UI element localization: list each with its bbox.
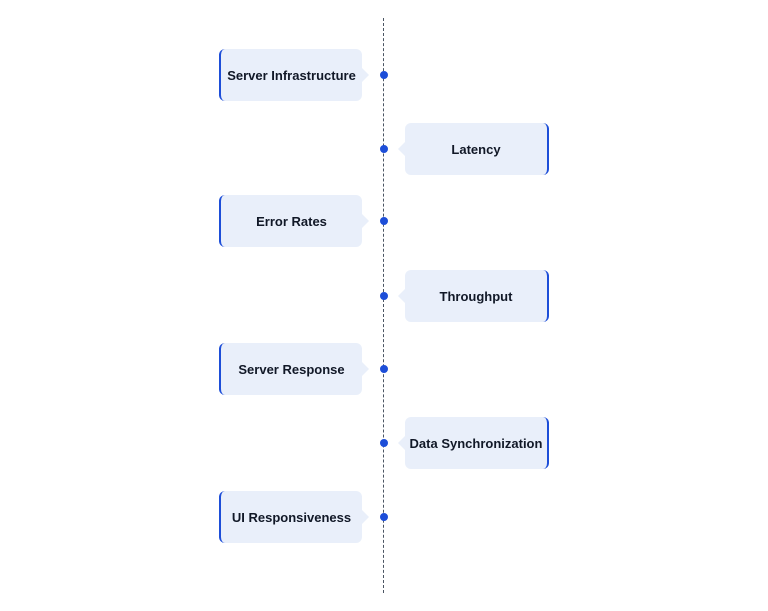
timeline-node	[380, 439, 388, 447]
timeline-card-ui-responsiveness: UI Responsiveness	[219, 491, 369, 543]
timeline-card-label: Error Rates	[256, 213, 327, 229]
timeline-node	[380, 365, 388, 373]
timeline-node	[380, 217, 388, 225]
timeline-card-latency: Latency	[398, 123, 549, 175]
timeline-node	[380, 513, 388, 521]
timeline-axis	[383, 18, 384, 593]
timeline-node	[380, 292, 388, 300]
timeline-card-label: Server Infrastructure	[227, 67, 356, 83]
timeline-card-throughput: Throughput	[398, 270, 549, 322]
timeline-card-server-response: Server Response	[219, 343, 369, 395]
timeline-card-label: Latency	[451, 141, 501, 157]
timeline-node	[380, 145, 388, 153]
timeline-card-label: UI Responsiveness	[231, 509, 352, 525]
timeline-card-error-rates: Error Rates	[219, 195, 369, 247]
timeline-card-data-synchronization: Data Synchronization	[398, 417, 549, 469]
timeline-card-label: Throughput	[439, 288, 513, 304]
timeline-node	[380, 71, 388, 79]
timeline-card-label: Server Response	[238, 361, 345, 377]
timeline-card-server-infrastructure: Server Infrastructure	[219, 49, 369, 101]
timeline-card-label: Data Synchronization	[409, 435, 543, 451]
